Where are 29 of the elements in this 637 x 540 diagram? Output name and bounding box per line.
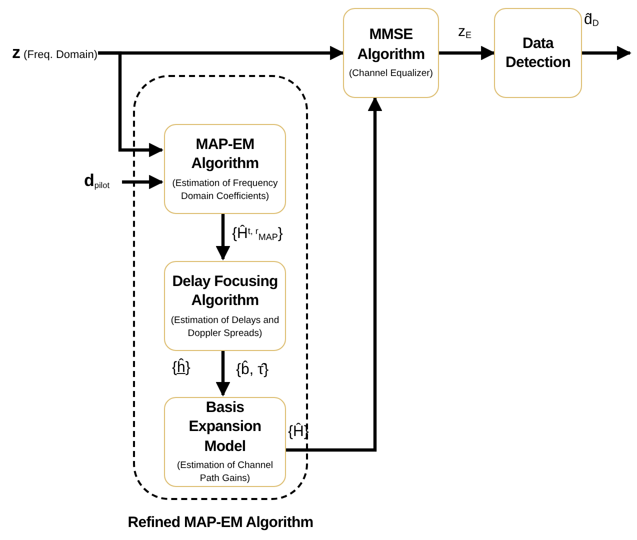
box-title: Data Detection [504,34,572,72]
arrow [98,51,164,158]
process-box [343,8,439,98]
box-title: Basis Expansion Model [188,398,262,456]
arrow [216,349,230,396]
group-title: Refined MAP-EM Algorithm [128,513,314,533]
process-box [494,8,582,98]
signal-label: {ĥ̲} [172,359,190,376]
input-signal-label: z (Freq. Domain) [12,42,98,64]
arrow [439,46,496,60]
box-title: MMSE Algorithm [356,25,426,64]
box-title: Delay Focusing Algorithm [171,272,279,311]
process-box [164,397,286,487]
arrow [216,212,230,260]
arrow [582,46,632,60]
box-subtitle: (Estimation of Channel Path Gains) [176,460,274,486]
process-box [164,124,286,214]
process-box [164,261,286,351]
arrow [284,96,382,452]
box-subtitle: (Estimation of Frequency Domain Coefficients) [171,178,279,204]
edge-label: {b̂, τ̂} [236,361,269,378]
edge-label: z$_{E}$ [458,23,472,40]
box-title: MAP-EM Algorithm [190,134,260,174]
edge-label: {Ĥ$^{t, r}$$_{MAP}$} [232,225,283,242]
edge-label: d̂$_{D}$ [584,11,599,28]
input-signal-label: d$_{pilot}$ [84,170,110,192]
box-subtitle: (Channel Equalizer) [349,68,433,81]
arrow [122,174,164,190]
box-subtitle: (Estimation of Delays and Doppler Spreads) [170,314,280,340]
